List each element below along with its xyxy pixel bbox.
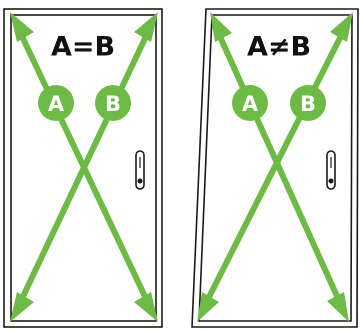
badge-a: A [232, 85, 268, 121]
door-skewed: A≠B A B [191, 8, 359, 328]
equation-label: A=B [51, 32, 115, 63]
arrowhead-icon [10, 292, 34, 322]
door-square: A=B A B [3, 8, 163, 328]
badge-b-label: B [300, 92, 316, 116]
badge-b: B [95, 85, 131, 121]
badge-a: A [38, 85, 74, 121]
door-handle-icon [326, 150, 336, 190]
door-frame-outer [3, 8, 163, 328]
diagonal-a-line [214, 27, 344, 308]
badge-a-label: A [48, 92, 65, 116]
door-frame-inner [198, 14, 353, 322]
arrowhead-icon [210, 12, 232, 42]
arrowhead-icon [197, 292, 219, 322]
equation-label: A≠B [247, 32, 311, 63]
arrowhead-icon [327, 292, 349, 322]
arrowhead-icon [10, 12, 34, 42]
badge-b-label: B [105, 92, 121, 116]
door-handle-icon [135, 150, 145, 190]
door-frame-outer [191, 8, 359, 328]
diagonal-b-line [16, 27, 152, 308]
badge-a-label: A [242, 92, 259, 116]
arrowhead-icon [134, 292, 158, 322]
door-frame-inner [10, 14, 157, 322]
arrowhead-icon [330, 12, 353, 42]
badge-b: B [290, 85, 326, 121]
arrowhead-icon [134, 12, 158, 42]
diagonal-b-line [202, 27, 347, 308]
